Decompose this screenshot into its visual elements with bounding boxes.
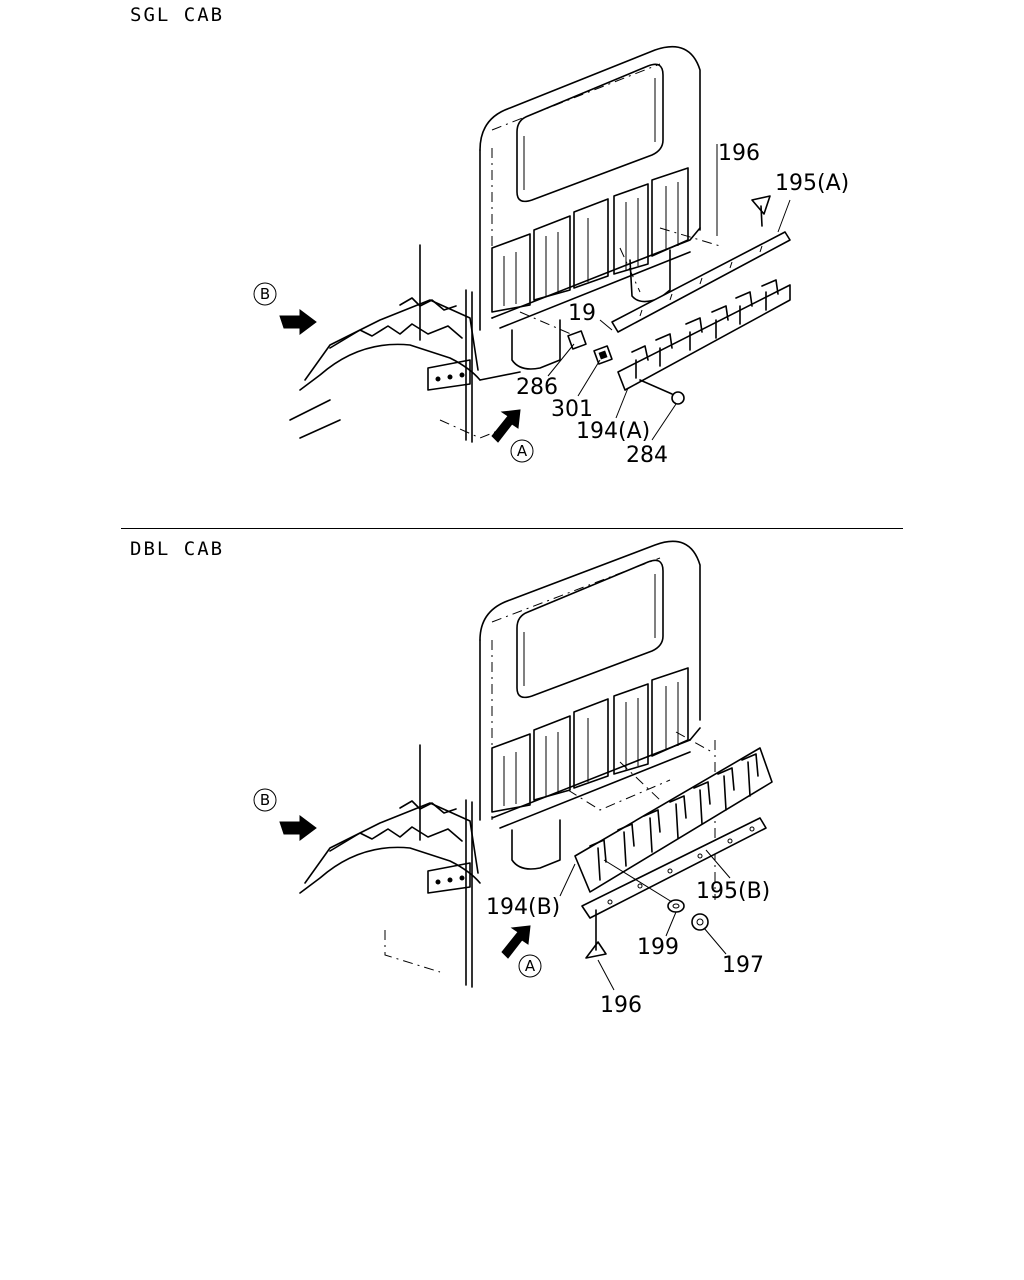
callout-194a: 194(A) [576,419,650,444]
callout-195a: 195(A) [775,171,849,196]
rear-window [516,63,664,203]
callout-196-dbl: 196 [600,993,642,1018]
dbl-cab-illustration [279,540,773,991]
callout-194b: 194(B) [486,895,560,920]
view-marker-b-dbl: B [253,788,277,812]
wheel-arch [299,343,481,391]
callout-195b: 195(B) [696,879,770,904]
view-arrow-b [279,309,317,335]
svg-text:A: A [525,957,536,975]
part-196-clip [751,195,771,215]
view-marker-a-sgl: A [510,439,534,463]
view-arrow-b-dbl [279,815,317,841]
view-arrow-a-dbl [501,925,531,959]
part-194b-trough [574,747,773,893]
part-194a-rail [617,284,791,391]
view-marker-b-sgl: B [253,282,277,306]
svg-text:A: A [517,442,528,460]
section-title-dbl-cab: DBL CAB [130,538,225,560]
section-divider [121,528,903,529]
part-284 [671,391,685,405]
callout-19: 19 [568,301,596,326]
callout-199: 199 [637,935,679,960]
part-286 [567,330,587,350]
callout-301: 301 [551,397,593,422]
part-195b-strip [581,817,767,919]
callout-284: 284 [626,443,668,468]
rear-window-dbl [516,559,664,699]
part-199-washer [667,899,685,913]
cab-back-panel-dbl [479,540,701,721]
callout-196-sgl: 196 [718,141,760,166]
wheel-arch-dbl [299,846,481,894]
svg-text:B: B [260,791,270,809]
part-197-nut [691,913,709,931]
callout-286: 286 [516,375,558,400]
svg-text:B: B [260,285,270,303]
section-title-sgl-cab: SGL CAB [130,4,225,26]
view-arrow-a [491,409,521,443]
cab-back-panel [479,45,701,231]
callout-197: 197 [722,953,764,978]
sgl-cab-illustration [279,45,791,443]
view-marker-a-dbl: A [518,954,542,978]
